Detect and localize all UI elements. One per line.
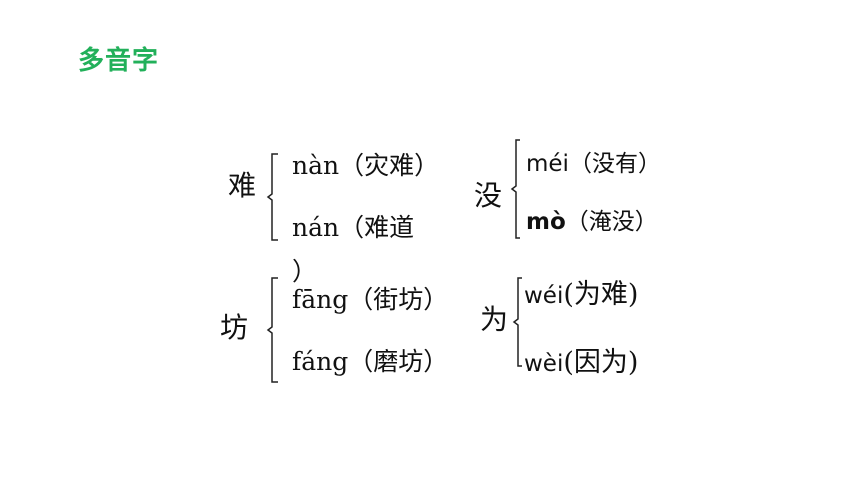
bracket-icon [266,277,278,383]
pinyin: mò [526,209,566,235]
reading-line: méi（没有） [526,144,661,178]
example-word: （磨坊） [348,347,449,376]
wrapped-paren: ） [292,257,318,286]
reading-line: mò（淹没） [526,202,658,236]
reading-line: wèi(因为) [524,340,638,379]
pinyin: fáng [292,347,349,376]
pinyin: nán [292,213,340,242]
polyphone-char: 难 [228,169,257,202]
pinyin: wèi [524,351,564,377]
pinyin: nàn [292,151,340,180]
example-word: （灾难） [339,151,440,180]
example-word: （没有） [568,151,661,177]
polyphone-char: 坊 [220,311,249,344]
polyphone-char: 为 [480,303,509,336]
pinyin: méi [526,151,569,177]
example-word: (因为) [563,347,639,378]
reading-line: nán（难道 [292,208,414,244]
reading-line: fāng（街坊） [292,280,448,316]
reading-line: fáng（磨坊） [292,342,448,378]
example-word: （街坊） [348,285,449,314]
bracket-icon [266,153,278,241]
example-word: (为难) [563,279,639,310]
reading-line: wéi(为难) [524,272,638,311]
reading-line: nàn（灾难） [292,146,439,182]
example-word: （淹没） [565,209,658,235]
pinyin: fāng [292,285,349,314]
pinyin: wéi [524,283,564,309]
example-word: （难道 [339,213,415,242]
bracket-icon [510,139,520,239]
polyphone-char: 没 [474,179,503,212]
page-title: 多音字 [78,46,160,76]
bracket-icon [512,277,522,367]
